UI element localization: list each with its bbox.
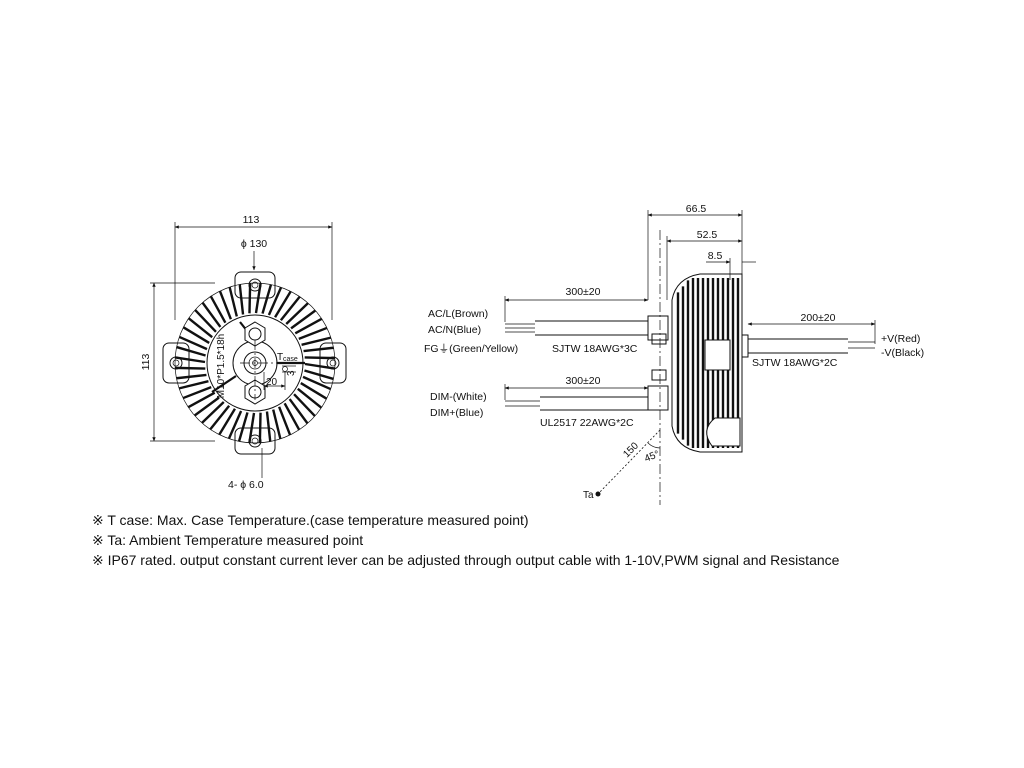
fin [304, 369, 334, 381]
input-cable: 300±20 AC/L(Brown) AC/N(Blue) FG⏚(Green/… [424, 286, 649, 355]
tcase-marker: T case 20 3 [263, 352, 298, 390]
fin [228, 286, 238, 317]
fin [187, 391, 216, 409]
fin [238, 284, 245, 315]
input-cable-label: SJTW 18AWG*3C [552, 343, 638, 355]
fin [175, 366, 206, 370]
dim-cable-label: UL2517 22AWG*2C [540, 417, 634, 429]
fin [285, 302, 309, 325]
output-length-label: 200±20 [801, 312, 836, 324]
v-plus-label: +V(Red) [881, 333, 920, 345]
fin [209, 405, 231, 431]
ta-label: Ta [583, 490, 594, 501]
fin [178, 380, 209, 390]
fin [290, 309, 317, 330]
fin [178, 335, 208, 351]
fin [248, 412, 256, 443]
fin [302, 375, 332, 391]
tcase-label: T [277, 352, 283, 363]
fin [254, 283, 262, 314]
output-cable-label: SJTW 18AWG*2C [752, 357, 838, 369]
fin [248, 283, 252, 314]
front-view: 113 ϕ 130 113 [140, 214, 347, 491]
dim-8-5-label: 8.5 [708, 250, 723, 262]
heatsink-fins [175, 283, 335, 443]
fin [176, 345, 206, 357]
dimension-height: 113 [140, 282, 215, 442]
ta-angle-label: 45° [643, 449, 661, 465]
fin [303, 346, 334, 353]
fin [272, 409, 282, 440]
input-length-label: 300±20 [566, 286, 601, 298]
holes-label: 4- ϕ 6.0 [228, 479, 264, 491]
fin [182, 326, 210, 344]
ac-n-label: AC/N(Blue) [428, 324, 481, 336]
fin [187, 317, 213, 339]
side-heatsink-body [671, 273, 749, 453]
dimension-52-5: 52.5 [666, 229, 743, 300]
dim-width-label: 113 [243, 214, 260, 226]
dim-diameter-label: ϕ 130 [241, 238, 267, 250]
dim-3-label: 3 [286, 370, 297, 376]
side-view: 66.5 52.5 8.5 [424, 203, 924, 505]
fin [301, 336, 332, 346]
fin [182, 386, 212, 400]
notes-block: ※ T case: Max. Case Temperature.(case te… [92, 510, 839, 570]
fin [304, 356, 335, 360]
note-tcase: ※ T case: Max. Case Temperature.(case te… [92, 512, 529, 528]
fin [279, 295, 301, 321]
holes-callout: 4- ϕ 6.0 [228, 448, 264, 491]
cable-gland-block [647, 315, 669, 411]
fin [218, 290, 232, 320]
note-ta: ※ Ta: Ambient Temperature measured point [92, 532, 364, 548]
dim-20-label: 20 [266, 377, 278, 388]
note-ip67: ※ IP67 rated. output constant current le… [92, 552, 840, 568]
fin [274, 290, 292, 318]
thread-label: M10*P1.5*18h [216, 334, 227, 399]
fin [218, 408, 236, 436]
dim-66-5-label: 66.5 [686, 203, 707, 215]
fin [227, 410, 243, 440]
fin [175, 356, 206, 364]
dimming-cable: 300±20 DIM-(White) DIM+(Blue) UL2517 22A… [430, 375, 649, 429]
dimension-8-5: 8.5 [706, 250, 756, 280]
fin [258, 412, 262, 443]
fin [278, 406, 292, 436]
dim-minus-label: DIM-(White) [430, 391, 487, 403]
dim-plus-label: DIM+(Blue) [430, 407, 483, 419]
fg-label: FG⏚(Green/Yellow) [424, 343, 518, 355]
fin [265, 411, 272, 442]
dimension-width: 113 [174, 214, 333, 320]
fin [294, 317, 323, 335]
ac-l-label: AC/L(Brown) [428, 308, 488, 320]
fin [201, 401, 225, 424]
v-minus-label: -V(Black) [881, 347, 924, 359]
tcase-sub-label: case [283, 356, 298, 363]
fin [293, 393, 316, 417]
fin [194, 309, 217, 333]
fin [283, 402, 301, 431]
ta-measurement: 150 45° Ta [583, 429, 661, 501]
mechanical-drawing: 113 ϕ 130 113 [140, 203, 924, 505]
fin [176, 373, 207, 380]
fin [201, 301, 222, 328]
output-cable: 200±20 +V(Red) -V(Black) SJTW 18AWG*2C [747, 312, 924, 369]
ta-distance-label: 150 [621, 440, 641, 460]
fin [288, 398, 309, 425]
fin [267, 286, 283, 316]
fin [261, 284, 273, 314]
fin [193, 396, 220, 417]
fin [297, 387, 323, 409]
dim-height-label: 113 [140, 353, 152, 370]
dimension-66-5: 66.5 [647, 203, 743, 300]
fin [209, 295, 227, 324]
fin [298, 326, 328, 340]
fin [300, 382, 328, 400]
dim-length-label: 300±20 [566, 375, 601, 387]
fin [237, 412, 249, 442]
fin [304, 362, 335, 370]
dimension-diameter: ϕ 130 [241, 238, 267, 271]
dim-52-5-label: 52.5 [697, 229, 718, 241]
